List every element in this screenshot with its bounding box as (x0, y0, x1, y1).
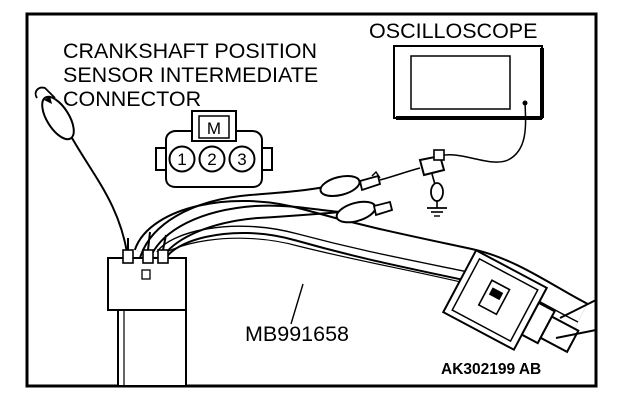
left-clip-wire (71, 137, 129, 259)
sensor-connector-label: CRANKSHAFT POSITION SENSOR INTERMEDIATE … (63, 39, 318, 111)
left-alligator-clip (34, 86, 75, 141)
lower-alligator-clip (335, 200, 394, 224)
probe-harness (139, 185, 331, 259)
harness-connector (107, 231, 187, 387)
oscilloscope (393, 45, 544, 120)
sensor-label-line-1: CRANKSHAFT POSITION (63, 39, 317, 63)
ground-clip (430, 182, 444, 208)
connector-pin-2 (198, 145, 226, 173)
sensor-connector: M 1 2 3 (155, 110, 273, 188)
pin-label-1: 1 (177, 150, 186, 169)
oscilloscope-screen (410, 55, 511, 110)
harness-leader-line (290, 283, 304, 325)
sensor-label-line-2: SENSOR INTERMEDIATE (63, 63, 318, 87)
ground-icon (427, 207, 447, 217)
figure-code: AK302199 AB (441, 361, 541, 378)
upper-alligator-clip (319, 170, 382, 197)
pin-label-2: 2 (207, 150, 216, 169)
connector-pin-1 (168, 145, 196, 173)
diagram-border (25, 12, 598, 388)
harness-part-number: MB991658 (245, 322, 349, 346)
oscilloscope-lead (439, 102, 527, 163)
oscilloscope-label: OSCILLOSCOPE (369, 19, 537, 43)
probe-plug (418, 149, 446, 189)
connector-pin-3 (228, 145, 256, 173)
connector-key-label: M (207, 119, 221, 138)
pin-label-3: 3 (237, 150, 246, 169)
sensor-label-line-3: CONNECTOR (63, 87, 201, 111)
vehicle-side-connector (441, 248, 597, 354)
